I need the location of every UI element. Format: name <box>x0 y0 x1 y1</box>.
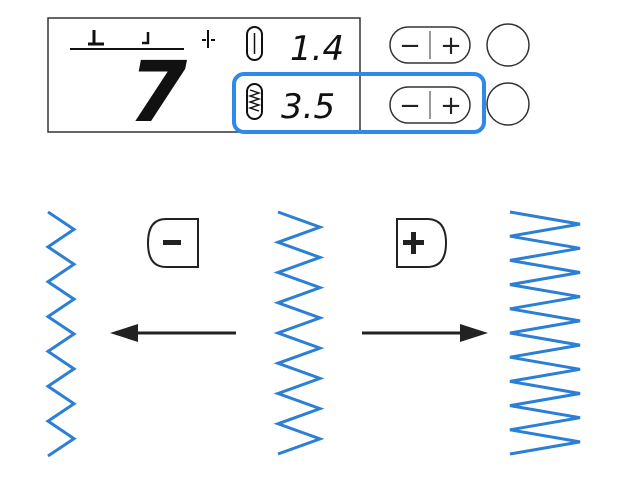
arrow-right-icon <box>362 324 488 342</box>
stitch-number-display: 7 <box>129 43 188 141</box>
plus-key-icon <box>396 218 448 268</box>
stitch-width-icon <box>246 26 263 61</box>
length-plus-button[interactable]: + <box>440 91 462 121</box>
presser-foot-small-icon <box>142 32 150 45</box>
needle-position-icon <box>202 30 215 48</box>
minus-key-icon <box>146 218 199 268</box>
length-adjust-control[interactable]: − + <box>389 86 471 124</box>
length-reset-button[interactable] <box>486 82 530 126</box>
length-minus-button[interactable]: − <box>399 91 421 121</box>
width-minus-button[interactable]: − <box>399 31 421 61</box>
width-adjust-control[interactable]: − + <box>389 26 471 64</box>
stitch-length-value: 3.5 <box>281 87 335 127</box>
stitch-length-icon <box>246 83 263 120</box>
stitch-width-value: 1.4 <box>290 29 344 69</box>
width-plus-button[interactable]: + <box>440 31 462 61</box>
arrow-left-icon <box>110 324 236 342</box>
long-length-zigzag <box>509 210 581 456</box>
width-reset-button[interactable] <box>486 23 530 67</box>
length-highlight-frame <box>232 72 486 134</box>
short-length-zigzag <box>45 210 77 458</box>
presser-foot-icon <box>88 30 104 46</box>
current-zigzag <box>273 210 325 456</box>
